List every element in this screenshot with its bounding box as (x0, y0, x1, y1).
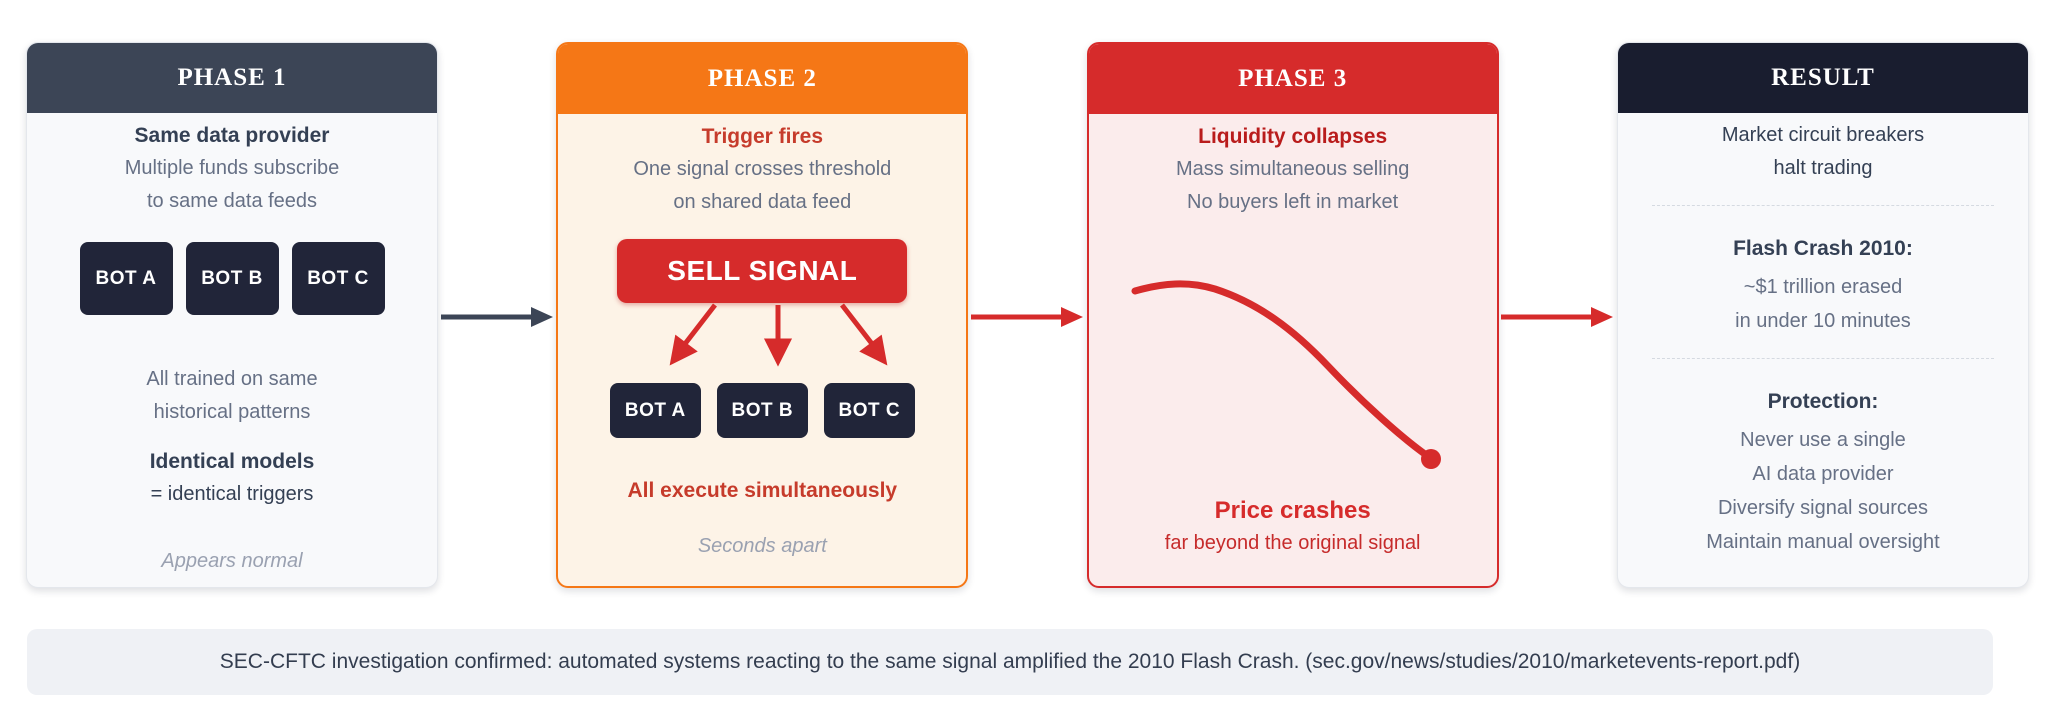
divider (1651, 205, 1994, 206)
bot-c-box: BOT C (291, 242, 385, 315)
price-crash-line (1131, 280, 1441, 469)
result-line: Never use a single (1740, 429, 1906, 451)
result-section1-heading: Flash Crash 2010: (1733, 237, 1913, 260)
source-footnote-text: SEC-CFTC investigation confirmed: automa… (219, 650, 1801, 673)
phase2-line: on shared data feed (673, 191, 852, 213)
result-section2: Never use a single AI data provider Dive… (1634, 423, 2012, 559)
phase3-heading: Liquidity collapses (1198, 125, 1388, 148)
result-body: Market circuit breakers halt trading Fla… (1618, 113, 2028, 587)
result-line: AI data provider (1752, 463, 1894, 485)
connector-phase2-phase3 (968, 42, 1086, 330)
sell-signal-box: SELL SIGNAL (617, 239, 908, 303)
bot-c-box: BOT C (823, 383, 915, 438)
price-chart-area (1105, 243, 1481, 486)
phase1-line: = identical triggers (150, 483, 314, 505)
result-line: ~$1 trillion erased (1743, 276, 1903, 298)
phase2-title: PHASE 2 (707, 65, 817, 92)
source-footnote-bar: SEC-CFTC investigation confirmed: automa… (27, 629, 1993, 695)
phase3-card: PHASE 3 Liquidity collapses Mass simulta… (1086, 42, 1499, 588)
connector-phase1-phase2 (438, 42, 556, 330)
phase2-footnote: Seconds apart (697, 535, 827, 557)
phase1-title: PHASE 1 (177, 64, 287, 91)
result-title: RESULT (1771, 64, 1875, 91)
result-line: Maintain manual oversight (1706, 531, 1940, 553)
phase3-line: Mass simultaneous selling (1175, 158, 1410, 180)
phase2-emphasis: All execute simultaneously (627, 479, 898, 502)
result-section2-heading: Protection: (1767, 390, 1879, 413)
phase1-heading: Same data provider (134, 124, 330, 147)
arrow-down-fan-icon (669, 303, 888, 367)
bot-a-box: BOT A (79, 242, 173, 315)
result-line: halt trading (1773, 157, 1873, 179)
crash-endpoint-dot (1420, 449, 1441, 469)
connector-phase3-result (1499, 42, 1617, 330)
phase1-body: Same data provider Multiple funds subscr… (27, 113, 437, 587)
phase3-header: PHASE 3 (1088, 44, 1497, 114)
result-line: in under 10 minutes (1735, 310, 1911, 332)
result-card: RESULT Market circuit breakers halt trad… (1616, 42, 2029, 588)
phase3-subline: far beyond the original signal (1164, 532, 1421, 554)
arrow-right-icon (440, 307, 553, 327)
phase1-header: PHASE 1 (27, 43, 437, 113)
phase3-title: PHASE 3 (1238, 65, 1348, 92)
result-line: Diversify signal sources (1717, 497, 1929, 519)
phase2-line: One signal crosses threshold (633, 158, 892, 180)
phase1-line: All trained on same (146, 368, 318, 390)
result-line: Market circuit breakers (1721, 124, 1925, 146)
phase-cards-row: PHASE 1 Same data provider Multiple fund… (26, 42, 2029, 588)
phase1-line: Multiple funds subscribe (124, 157, 340, 179)
phase1-line: to same data feeds (146, 190, 318, 212)
arrow-right-icon (1501, 307, 1614, 327)
phase2-card: PHASE 2 Trigger fires One signal crosses… (556, 42, 969, 588)
phase2-bots-row: BOT A BOT B BOT C (574, 383, 950, 438)
phase1-line: historical patterns (153, 401, 311, 423)
divider (1651, 358, 1994, 359)
result-header: RESULT (1617, 43, 2028, 113)
phase2-header: PHASE 2 (558, 44, 967, 114)
phase3-line: No buyers left in market (1187, 191, 1399, 213)
phase2-body: Trigger fires One signal crosses thresho… (558, 114, 966, 586)
bot-b-box: BOT B (716, 383, 808, 438)
phase1-emphasis: Identical models (149, 450, 315, 473)
result-section1: ~$1 trillion erased in under 10 minutes (1634, 270, 2012, 338)
phase3-body: Liquidity collapses Mass simultaneous se… (1089, 114, 1497, 586)
bot-a-box: BOT A (609, 383, 701, 438)
phase3-emphasis: Price crashes (1214, 497, 1371, 524)
bot-b-box: BOT B (185, 242, 279, 315)
phase2-heading: Trigger fires (701, 125, 824, 148)
phase1-card: PHASE 1 Same data provider Multiple fund… (26, 42, 438, 588)
arrow-right-icon (970, 307, 1083, 327)
phase1-bots-row: BOT A BOT B BOT C (43, 242, 421, 315)
phase1-footnote: Appears normal (161, 550, 303, 572)
